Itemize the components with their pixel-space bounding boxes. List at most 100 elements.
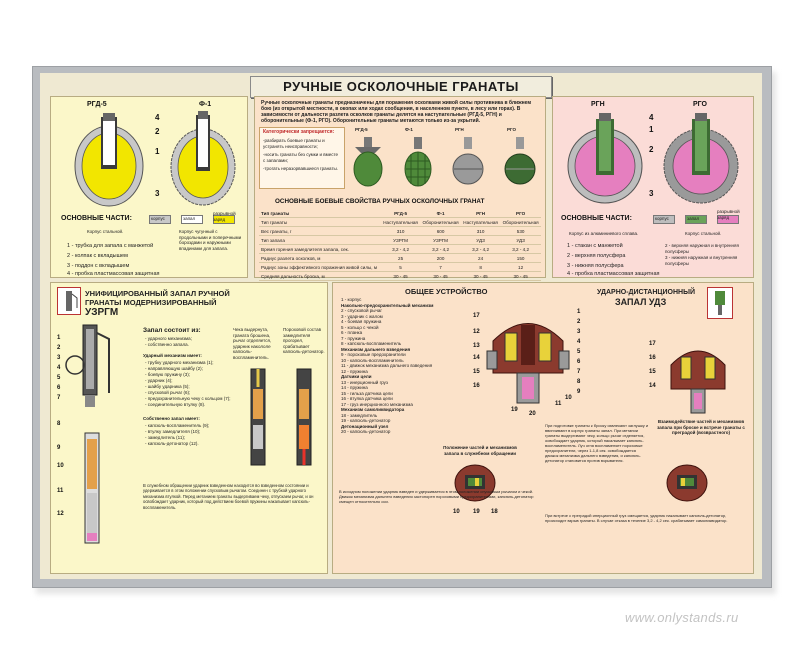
fuse-2: - втулку замедлителя (10); [145, 429, 201, 434]
udz-right-11: 11 [555, 401, 562, 407]
udz-right-6: 6 [577, 359, 581, 365]
part-3b: 3 - нижняя наружная и внутренняя полусфе… [665, 255, 738, 266]
uzrgm-bottom-text: В служебном обращении ударник взведенном… [143, 483, 314, 510]
part-2: 2 - верхняя полусфера [567, 253, 626, 259]
udz-action-drawing [670, 350, 726, 414]
swatch-body-label: корпус [655, 216, 669, 221]
udz-bottom-19: 19 [473, 509, 480, 515]
udz-right-5: 5 [577, 349, 581, 355]
part-4: 4 - пробка пластмассовая защитная [67, 271, 160, 277]
callout-3: 3 [649, 189, 654, 198]
table-row: Тип гранаты Наступательная Оборонительна… [259, 217, 541, 227]
udz-small-drawing-2 [666, 464, 708, 502]
swatch-body [149, 215, 171, 224]
callout-4: 4 [57, 365, 61, 371]
fuse-1: - капсюль-воспламенитель (9); [145, 423, 210, 428]
udz-right-4: 4 [577, 339, 581, 345]
udz-left-14: 14 [473, 355, 480, 361]
udz-thumb-icon [715, 291, 725, 315]
part-4: 4 - пробка пластмассовая защитная [567, 271, 660, 277]
th-f1: Ф-1 [420, 209, 461, 218]
forbidden-box: Категорически запрещается: -разбирать бо… [259, 127, 345, 189]
th-rgo: РГО [500, 209, 541, 218]
label-f1: Ф-1 [199, 101, 212, 108]
part-3: 3 - поддон с вкладышем [67, 263, 130, 269]
callout-9: 9 [57, 445, 61, 451]
properties-table: Тип гранаты РГД-5 Ф-1 РГН РГО Тип гранат… [259, 209, 541, 281]
callout-3: 3 [57, 355, 61, 361]
udz-act-16: 16 [649, 355, 656, 361]
swatch-charge-label: разрывной заряд [717, 209, 740, 220]
mech-7: - предохранительную чеку с кольцом (7); [145, 396, 231, 401]
label-rgd5: РГД-5 [87, 101, 107, 108]
swatch-fuse [685, 215, 707, 224]
udz-small-drawing-1 [454, 464, 496, 502]
table-title: ОСНОВНЫЕ БОЕВЫЕ СВОЙСТВА РУЧНЫХ ОСКОЛОЧН… [275, 198, 485, 205]
udz-heading-2: ЗАПАЛ УДЗ [615, 297, 667, 307]
fuse-4: - капсюль-детонатор (12). [145, 441, 199, 446]
fuse-thumb-icon [66, 291, 78, 311]
udz-right-8: 8 [577, 379, 581, 385]
photo-label-rgd5: РГД-5 [355, 127, 368, 132]
parts-title: ОСНОВНЫЕ ЧАСТИ: [61, 215, 132, 222]
udz-right-19: 19 [511, 407, 518, 413]
udz-left-13: 13 [473, 343, 480, 349]
fuse-3: - замедлитель (11); [145, 435, 186, 440]
rgn-section-drawing [567, 113, 643, 204]
swatch-charge-label: разрывной заряд [213, 211, 236, 222]
callout-2: 2 [57, 345, 61, 351]
th-rgd5: РГД-5 [380, 209, 421, 218]
udz-mid-text: В исходном положении ударник взведен и у… [339, 489, 534, 504]
udz-general-heading: ОБЩЕЕ УСТРОЙСТВО [405, 287, 488, 296]
composition-1: - ударного механизма; [145, 336, 192, 341]
udz-act-15: 15 [649, 369, 656, 375]
part-2: 2 - колпак с вкладышем [67, 253, 128, 259]
udz-bottom-18: 18 [491, 509, 498, 515]
th-type: Тип гранаты [259, 209, 381, 218]
udz-left-15: 15 [473, 369, 480, 375]
photo-rgd5 [353, 137, 383, 187]
swatch-charge [213, 215, 235, 224]
callout-10: 10 [57, 463, 64, 469]
note-rgn: Корпус из алюминиевого сплава. [569, 231, 639, 236]
label-rgn: РГН [591, 101, 605, 108]
step-1-text: Чека выдернута, граната брошена, рычаг о… [233, 327, 272, 360]
table-row: Время горения замедлителя запала, сек. 3… [259, 244, 541, 254]
intro-text: Ручные осколочные гранаты предназначены … [261, 100, 532, 124]
callout-1: 1 [155, 147, 160, 156]
photo-rgn [452, 137, 484, 185]
mech-1: - трубку ударного механизма (1); [145, 360, 214, 365]
photo-f1 [404, 137, 432, 187]
panel-rgn-rgo: РГН РГО 4 1 2 3 ОСНОВНЫЕ ЧАСТИ: корпус з… [552, 96, 754, 278]
callout-12: 12 [57, 511, 64, 517]
uzrgm-fuse-drawing [65, 324, 110, 407]
table-row: Вес гранаты, г 310 600 310 530 [259, 226, 541, 236]
callout-6: 6 [57, 385, 61, 391]
callout-3: 3 [155, 189, 160, 198]
udz-left-16: 16 [473, 383, 480, 389]
site-watermark: www.onlystands.ru [625, 610, 739, 625]
uzrgm-heading-2: ГРАНАТЫ МОДЕРНИЗИРОВАННЫЙ [85, 298, 217, 307]
callout-11: 11 [57, 488, 64, 494]
callout-1: 1 [57, 335, 61, 341]
panel-rgd5-f1: РГД-5 Ф-1 4 2 1 3 ОСНОВНЫЕ ЧАСТИ: корпус… [50, 96, 248, 278]
mech-4: - ударник (4); [145, 378, 173, 383]
udz-main-drawing [486, 323, 570, 404]
forbidden-1: -разбирать боевые гранаты и устранять не… [263, 138, 325, 149]
part-1: 1 - трубка для запала с манжетой [67, 243, 154, 249]
swatch-fuse [181, 215, 203, 224]
udz-right-7: 7 [577, 369, 581, 375]
swatch-charge [717, 215, 739, 224]
callout-2: 2 [649, 145, 654, 154]
photo-label-f1: Ф-1 [405, 127, 413, 132]
udz-heading-1: УДАРНО-ДИСТАНЦИОННЫЙ [597, 289, 695, 296]
step-2-drawing [296, 368, 312, 466]
swatch-fuse-label: запал [687, 216, 700, 221]
rgo-section-drawing [663, 113, 739, 204]
mech-6: - спусковой рычаг (6); [145, 390, 191, 395]
callout-7: 7 [57, 395, 61, 401]
mech-5: - шайбу ударника (5); [145, 384, 190, 389]
inertia-caption: Взаимодействие частей и механизмов запал… [657, 419, 745, 435]
mech-caption: Положение частей и механизмов запала в с… [443, 445, 517, 456]
panel-intro: Ручные осколочные гранаты предназначены … [254, 96, 546, 281]
